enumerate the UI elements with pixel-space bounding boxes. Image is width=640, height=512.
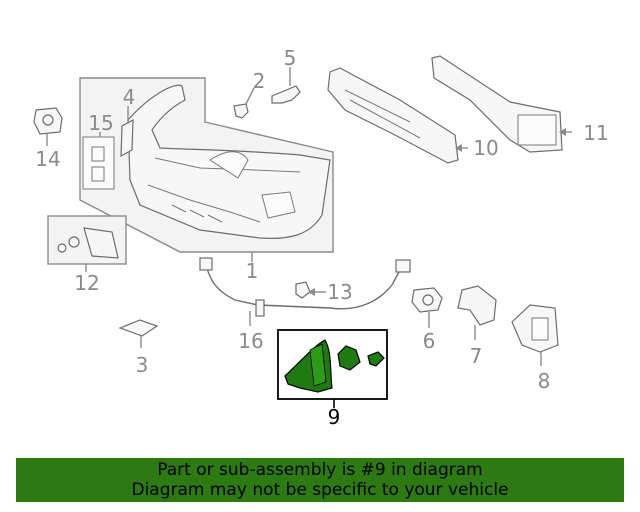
banner-line-1: Part or sub-assembly is #9 in diagram — [157, 460, 483, 480]
callout-3[interactable]: 3 — [136, 353, 149, 377]
part-9-fog-lamp-cover-assembly[interactable] — [277, 329, 388, 400]
callout-5[interactable]: 5 — [284, 46, 297, 70]
part-notice-banner: Part or sub-assembly is #9 in diagram Di… — [16, 458, 624, 502]
callout-8[interactable]: 8 — [538, 369, 551, 393]
banner-line-2: Diagram may not be specific to your vehi… — [131, 480, 509, 500]
part-16-wire-harness[interactable] — [199, 257, 411, 317]
part-10-energy-absorber[interactable] — [327, 67, 459, 164]
callout-1[interactable]: 1 — [246, 259, 259, 283]
callout-13[interactable]: 13 — [327, 280, 352, 304]
part-3-cover[interactable] — [118, 319, 159, 337]
part-15-clip-set[interactable] — [82, 136, 115, 190]
part-11-impact-bar[interactable] — [431, 55, 563, 153]
arrowhead-10 — [455, 144, 462, 152]
part-2-clip[interactable] — [233, 103, 249, 119]
part-12-license-bracket-set[interactable] — [47, 215, 127, 265]
callout-14[interactable]: 14 — [35, 147, 60, 171]
callout-7[interactable]: 7 — [470, 344, 483, 368]
part-1-bumper-cover[interactable] — [79, 77, 334, 253]
part-14-parking-sensor[interactable] — [33, 107, 63, 135]
callout-11[interactable]: 11 — [583, 121, 608, 145]
callout-16[interactable]: 16 — [238, 329, 263, 353]
callout-10[interactable]: 10 — [473, 136, 498, 160]
arrowhead-13 — [308, 288, 315, 296]
callout-15[interactable]: 15 — [88, 111, 113, 135]
part-8-bracket-assembly[interactable] — [511, 304, 559, 353]
callout-9[interactable]: 9 — [328, 405, 341, 429]
callout-12[interactable]: 12 — [74, 271, 99, 295]
part-4-bracket[interactable] — [120, 118, 134, 158]
part-7-duct[interactable] — [457, 285, 497, 326]
part-5-support-bracket[interactable] — [271, 85, 301, 104]
part-6-fog-lamp-bracket[interactable] — [411, 287, 443, 313]
callout-2[interactable]: 2 — [253, 69, 266, 93]
callout-6[interactable]: 6 — [423, 329, 436, 353]
part-13-clip[interactable] — [295, 281, 311, 299]
arrowhead-11 — [559, 128, 566, 136]
callout-4[interactable]: 4 — [123, 85, 136, 109]
